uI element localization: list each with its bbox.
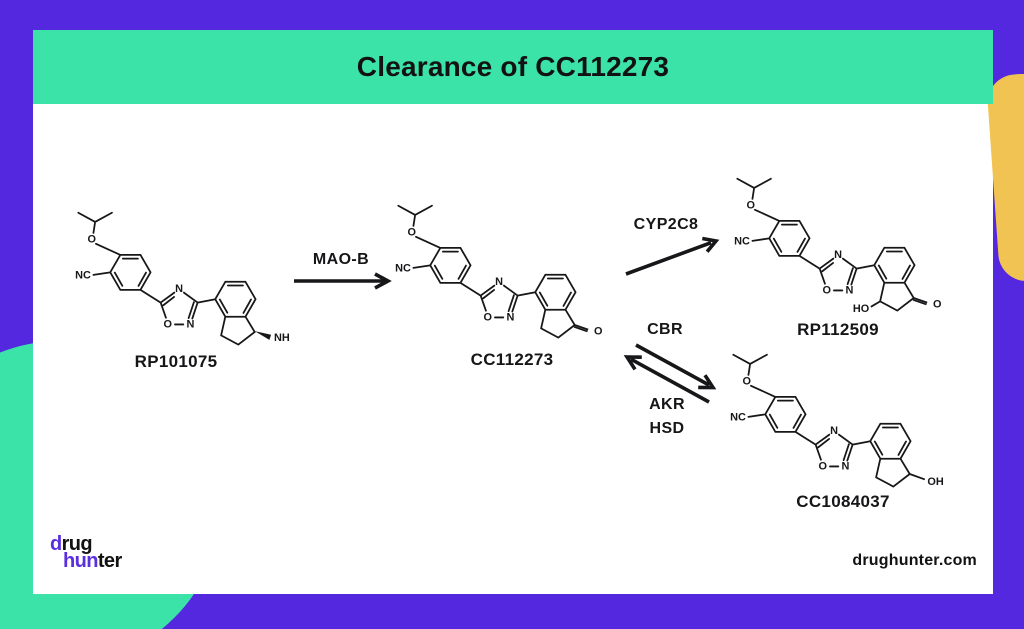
molecule-label-cc112273: CC112273 (470, 350, 554, 369)
yellow-capsule-decoration (987, 73, 1024, 282)
atom-label: NC (730, 412, 746, 424)
atom-label: N (175, 283, 183, 295)
scaffold-bonds (77, 211, 257, 346)
hydroxyl-label: OH (927, 476, 943, 488)
atom-label: N (507, 311, 515, 323)
scaffold-bonds (397, 204, 577, 339)
enzyme-label-cbr: CBR (647, 321, 683, 338)
ketone-oxygen-label: O (594, 325, 603, 337)
enzyme-label-cyp2c8: CYP2C8 (633, 216, 699, 233)
scaffold-bonds (732, 353, 912, 488)
enzyme-label-maob: MAO-B (312, 251, 370, 268)
atom-label: N (846, 284, 854, 296)
logo-line1: drug (50, 533, 93, 555)
atom-label: O (408, 227, 417, 239)
atom-label: O (819, 460, 828, 472)
double-bonds (772, 223, 911, 286)
carbonyl-bond (912, 297, 928, 306)
hydroxyl-label: HO (853, 303, 870, 315)
title-banner: Clearance of CC112273 (33, 30, 993, 104)
logo-line2: hunter (63, 550, 122, 572)
stereo-wedge-bond (254, 331, 272, 340)
drughunter-logo: drug hunter (50, 533, 122, 572)
double-bonds (433, 250, 572, 313)
page-title: Clearance of CC112273 (356, 51, 670, 82)
ketone-oxygen-label: O (933, 298, 942, 310)
atom-label: N (187, 318, 195, 330)
hydroxyl-bond (870, 300, 881, 308)
molecule-label-rp112509: RP112509 (797, 320, 879, 339)
hydroxyl-bond (909, 473, 926, 481)
scaffold-bonds (736, 177, 916, 312)
content-panel (33, 104, 993, 594)
carbonyl-bond (573, 324, 589, 333)
molecule-structure-rp101075: O NC N O N NH2 (38, 206, 290, 353)
atom-label: N (842, 460, 850, 472)
molecule-structure-cc1084037: O NC N O N OH (693, 348, 945, 495)
atom-label: N (830, 425, 838, 437)
atom-label: O (88, 234, 97, 246)
atom-label: O (484, 311, 493, 323)
molecule-structure-cc112273: O NC N O N O (358, 199, 610, 346)
atom-label: N (495, 276, 503, 288)
molecule-structure-rp112509: O NC N O N O HO (697, 172, 949, 319)
atom-label: O (823, 284, 832, 296)
atom-label: NC (734, 236, 750, 248)
double-bonds (113, 257, 252, 320)
amine-label: NH2 (274, 332, 290, 346)
atom-label: NC (75, 270, 91, 282)
atom-label: O (743, 376, 752, 388)
double-bonds (768, 399, 907, 462)
atom-label: N (834, 249, 842, 261)
atom-label: O (747, 200, 756, 212)
website-url: drughunter.com (852, 552, 977, 569)
enzyme-label-akr: AKR (649, 396, 685, 413)
molecule-label-cc1084037: CC1084037 (796, 492, 890, 511)
molecule-label-rp101075: RP101075 (134, 352, 218, 371)
atom-label: O (164, 318, 173, 330)
atom-label: NC (395, 263, 411, 275)
enzyme-label-hsd: HSD (649, 420, 685, 437)
